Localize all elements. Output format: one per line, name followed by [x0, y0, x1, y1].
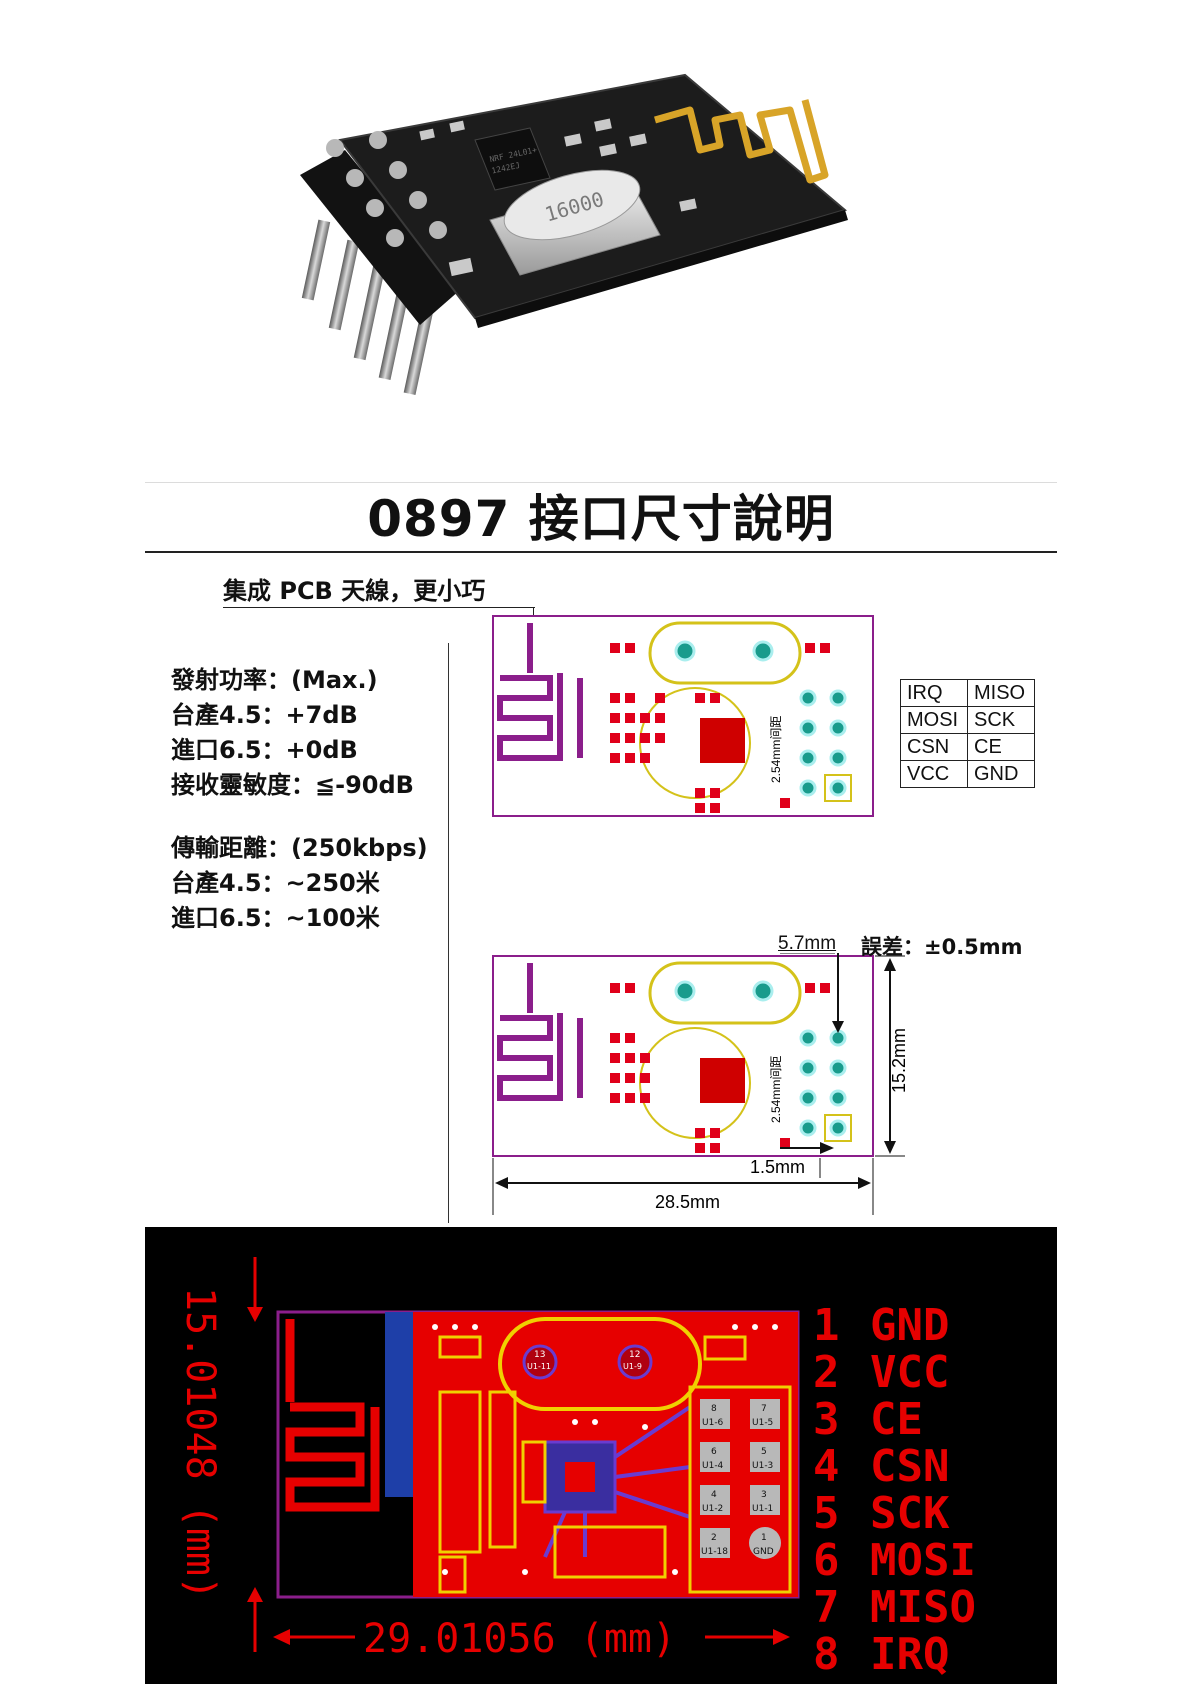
- top-offset-label: 5.7mm: [778, 933, 837, 954]
- pin-number: 5: [813, 1488, 840, 1539]
- svg-text:4: 4: [711, 1490, 717, 1500]
- svg-text:U1-3: U1-3: [752, 1461, 773, 1471]
- svg-text:3: 3: [761, 1490, 767, 1500]
- pin-name: GND: [870, 1300, 949, 1351]
- svg-text:2.54mm间距: 2.54mm间距: [769, 1056, 783, 1123]
- svg-text:7: 7: [761, 1404, 767, 1414]
- spec-line: 接收靈敏度：≦-90dB: [171, 771, 414, 799]
- crystal-oscillator: 16000: [489, 169, 661, 276]
- height-label: 15.01048 (mm): [177, 1287, 223, 1600]
- pin-number: 8: [813, 1629, 840, 1680]
- pin-number: 1: [813, 1300, 840, 1351]
- spec-panel: 0897 接口尺寸說明 集成 PCB 天線，更小巧 發射功率：(Max.) 台產…: [145, 482, 1057, 1228]
- svg-text:1.5mm: 1.5mm: [750, 1157, 805, 1177]
- svg-text:U1-9: U1-9: [623, 1362, 642, 1371]
- pin-number: 3: [813, 1394, 840, 1445]
- svg-text:2: 2: [711, 1533, 717, 1543]
- pin-name: CE: [870, 1394, 923, 1445]
- svg-text:6: 6: [711, 1447, 717, 1457]
- spec-line: 發射功率：(Max.): [171, 666, 378, 694]
- svg-text:1: 1: [761, 1533, 767, 1543]
- spec-line: 進口6.5：~100米: [171, 904, 380, 932]
- pin-name: VCC: [870, 1347, 949, 1398]
- pin-table: IRQ MISO MOSI SCK CSN CE VCC GND: [900, 679, 1035, 788]
- board-diagram-top: 2.54mm间距: [490, 613, 880, 827]
- svg-text:U1-18: U1-18: [701, 1547, 728, 1557]
- svg-text:U1-4: U1-4: [702, 1461, 724, 1471]
- svg-text:5: 5: [761, 1447, 767, 1457]
- pin-name-list: 1 GND 2 VCC 3 CE 4 CSN 5 SCK 6 MOSI 7 MI…: [813, 1300, 976, 1680]
- width-label: 29.01056 (mm): [363, 1616, 676, 1662]
- pin-name: MOSI: [870, 1535, 976, 1586]
- svg-text:GND: GND: [753, 1547, 774, 1557]
- spec-line: 傳輸距離：(250kbps): [171, 834, 428, 862]
- table-row: MOSI SCK: [900, 706, 1035, 734]
- pin-cell: MOSI: [900, 706, 968, 734]
- svg-text:U1-5: U1-5: [752, 1418, 773, 1428]
- svg-text:U1-1: U1-1: [752, 1504, 773, 1514]
- pin-number: 4: [813, 1441, 840, 1492]
- pin-number: 2: [813, 1347, 840, 1398]
- svg-text:U1-2: U1-2: [702, 1504, 723, 1514]
- spec-line: 進口6.5：+0dB: [171, 736, 358, 764]
- svg-text:13: 13: [534, 1350, 545, 1360]
- title-rule: [145, 551, 1057, 553]
- svg-text:8: 8: [711, 1404, 717, 1414]
- antenna-note: 集成 PCB 天線，更小巧: [223, 577, 486, 605]
- pin-pads: [700, 1399, 781, 1559]
- pin-name: CSN: [870, 1441, 949, 1492]
- spec-line: 台產4.5：+7dB: [171, 701, 358, 729]
- antenna-leader-line: [223, 607, 535, 608]
- table-row: VCC GND: [900, 760, 1035, 788]
- pin-name: IRQ: [870, 1629, 949, 1680]
- pcb-layout-panel: 15.01048 (mm) 13 U1-11 12 U1-9: [145, 1227, 1057, 1684]
- pin-cell: VCC: [900, 760, 968, 788]
- spec-range-block: 傳輸距離：(250kbps) 台產4.5：~250米 進口6.5：~100米: [171, 831, 428, 936]
- svg-text:12: 12: [629, 1350, 640, 1360]
- svg-text:28.5mm: 28.5mm: [655, 1192, 720, 1212]
- table-row: IRQ MISO: [900, 679, 1035, 707]
- svg-text:U1-6: U1-6: [702, 1418, 724, 1428]
- antenna-trace: [654, 99, 829, 184]
- pin-number: 7: [813, 1582, 840, 1633]
- pin-cell: GND: [967, 760, 1035, 788]
- svg-text:2.54mm间距: 2.54mm间距: [769, 716, 783, 783]
- tolerance-label: 誤差：±0.5mm: [861, 935, 1023, 959]
- pin-cell: CSN: [900, 733, 968, 761]
- spec-line: 台產4.5：~250米: [171, 869, 380, 897]
- svg-text:15.2mm: 15.2mm: [889, 1028, 909, 1093]
- spec-power-block: 發射功率：(Max.) 台產4.5：+7dB 進口6.5：+0dB 接收靈敏度：…: [171, 663, 414, 803]
- board-diagram-dimensions: 2.54mm间距 15.2mm 1.5mm: [490, 952, 1050, 1227]
- pin-cell: SCK: [967, 706, 1035, 734]
- pin-number: 6: [813, 1535, 840, 1586]
- pin-cell: MISO: [967, 679, 1035, 707]
- vertical-divider: [448, 643, 449, 1223]
- pin-name: SCK: [870, 1488, 950, 1539]
- page-title: 0897 接口尺寸說明: [367, 490, 835, 548]
- rf-chip: NRF 24L01+ 1242EJ: [474, 127, 551, 191]
- pin-cell: IRQ: [900, 679, 968, 707]
- pin-name: MISO: [870, 1582, 976, 1633]
- svg-text:U1-11: U1-11: [527, 1362, 551, 1371]
- module-photo: NRF 24L01+ 1242EJ 16000: [300, 60, 940, 420]
- pin-cell: CE: [967, 733, 1035, 761]
- table-row: CSN CE: [900, 733, 1035, 761]
